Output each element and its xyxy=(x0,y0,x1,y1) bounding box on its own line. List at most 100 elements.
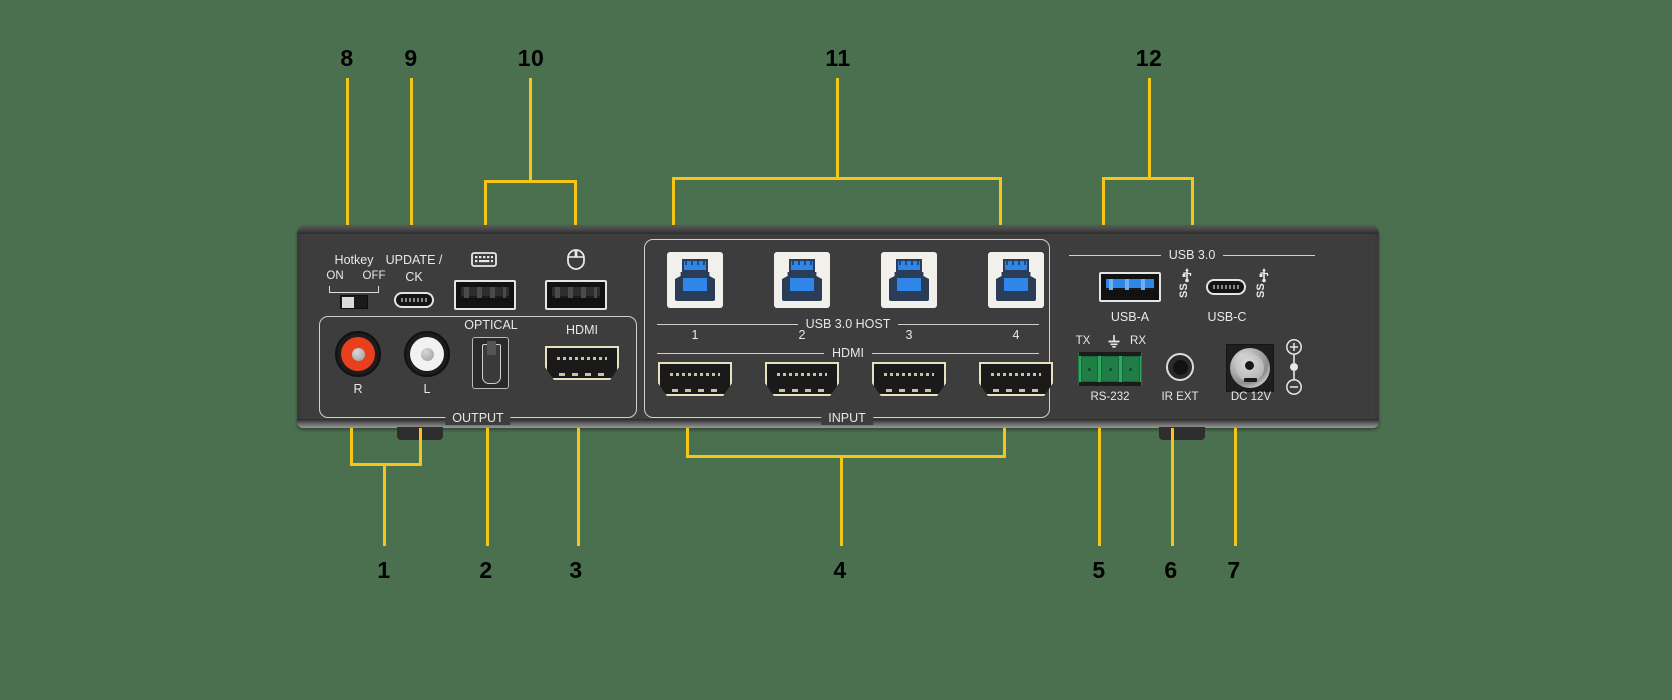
leader-line-11-bridge xyxy=(672,177,1002,180)
usb-host-rule: USB 3.0 HOST xyxy=(657,317,1039,331)
svg-text:SS: SS xyxy=(1178,283,1190,298)
update-label-line2: CK xyxy=(405,270,423,284)
usb-c-peripheral-pins-bottom xyxy=(1213,286,1239,289)
leader-line-12-stem xyxy=(1148,78,1151,178)
leader-line-1-drop-right xyxy=(419,428,422,466)
hotkey-toggle-knob[interactable] xyxy=(342,297,354,308)
rca-pin-right xyxy=(351,347,365,361)
leader-line-2 xyxy=(486,428,489,546)
callout-label-12: 12 xyxy=(1135,45,1163,71)
leader-line-10-drop-right xyxy=(574,180,577,235)
hdmi-input-port-3[interactable] xyxy=(872,362,946,396)
dc-jack-outer-ring xyxy=(1230,348,1270,388)
audio-out-right-rca[interactable] xyxy=(335,331,381,377)
hdmi-input-port-4[interactable] xyxy=(979,362,1053,396)
hdmi-input-port-2[interactable] xyxy=(765,362,839,396)
hdmi-output-port[interactable] xyxy=(545,346,619,380)
superspeed-icon-2: SS xyxy=(1254,264,1280,301)
dc-polarity-icon xyxy=(1283,338,1305,401)
hotkey-off-label: OFF xyxy=(362,270,386,282)
leader-line-12-bridge xyxy=(1102,177,1194,180)
dc-jack-pin-hole xyxy=(1245,361,1254,370)
usb-a-teeth-mouse xyxy=(555,287,597,298)
leader-line-10-drop-left xyxy=(484,180,487,235)
usb-host-port-1[interactable] xyxy=(667,252,723,308)
rs232-cap-top xyxy=(1079,352,1141,356)
hotkey-bracket xyxy=(329,286,379,293)
usb-host-port-4[interactable] xyxy=(988,252,1044,308)
usb-host-port-3[interactable] xyxy=(881,252,937,308)
superspeed-icon-1: SS xyxy=(1177,264,1203,301)
hdmi-out-pins-top xyxy=(557,357,607,360)
channel-number-3: 3 xyxy=(905,328,913,342)
ground-icon xyxy=(1106,334,1122,355)
callout-label-7: 7 xyxy=(1227,557,1241,583)
usb-a-teeth-keyboard xyxy=(464,287,506,298)
hdmi-rule-line-right xyxy=(871,352,1040,354)
callout-label-5: 5 xyxy=(1092,557,1106,583)
optical-tab xyxy=(487,341,496,355)
callout-label-4: 4 xyxy=(833,557,847,583)
update-usb-c-port[interactable] xyxy=(394,292,434,308)
leader-line-1-stem xyxy=(383,463,386,546)
rs232-cap-bottom xyxy=(1079,382,1141,386)
rs232-slot-gnd[interactable] xyxy=(1101,356,1119,382)
hdmi-input-port-1[interactable] xyxy=(658,362,732,396)
mouse-usb-a-port[interactable] xyxy=(545,280,607,310)
usb-a-label: USB-A xyxy=(1110,310,1150,324)
audio-out-left-rca[interactable] xyxy=(404,331,450,377)
hdmi-out-pins-bottom xyxy=(559,373,605,376)
chassis-face: Hotkey ON OFF UPDATE / CK xyxy=(301,234,1375,425)
optical-spdif-port[interactable] xyxy=(472,337,509,389)
callout-label-3: 3 xyxy=(569,557,583,583)
channel-number-1: 1 xyxy=(691,328,699,342)
ir-ext-label: IR EXT xyxy=(1161,391,1199,403)
ir-ext-jack[interactable] xyxy=(1166,353,1194,381)
leader-line-11-drop-right xyxy=(999,177,1002,235)
rs232-slot-rx[interactable] xyxy=(1121,356,1140,382)
svg-text:SS: SS xyxy=(1255,283,1267,298)
rs232-tx-label: TX xyxy=(1075,335,1091,347)
hotkey-on-label: ON xyxy=(326,270,344,282)
dc-jack-notch xyxy=(1244,378,1257,382)
rs232-slot-tx[interactable] xyxy=(1080,356,1099,382)
hdmi-output-label: HDMI xyxy=(566,323,598,337)
leader-line-10-bridge xyxy=(484,180,577,183)
rca-ring-left xyxy=(410,337,444,371)
device-chassis: Hotkey ON OFF UPDATE / CK xyxy=(297,225,1379,440)
usb30-rule: USB 3.0 xyxy=(1069,248,1315,262)
usb-a-peripheral-port[interactable] xyxy=(1099,272,1161,302)
usb-c-peripheral-port[interactable] xyxy=(1206,279,1246,295)
leader-line-4-stem xyxy=(840,455,843,546)
rs232-rx-label: RX xyxy=(1130,335,1146,347)
usb-c-label: USB-C xyxy=(1207,310,1247,324)
rs232-port-label: RS-232 xyxy=(1090,391,1130,403)
usb-host-rule-label: USB 3.0 HOST xyxy=(805,317,891,331)
update-label-line1: UPDATE / xyxy=(385,253,443,267)
leader-line-5 xyxy=(1098,428,1101,546)
hdmi-rule-label: HDMI xyxy=(832,346,864,360)
leader-line-4-drop-left xyxy=(686,428,689,458)
leader-line-11-drop-left xyxy=(672,177,675,235)
leader-line-11-stem xyxy=(836,78,839,178)
leader-line-8 xyxy=(346,78,349,233)
dc-power-jack[interactable] xyxy=(1226,344,1274,392)
hotkey-toggle-switch[interactable] xyxy=(340,295,368,309)
channel-number-4: 4 xyxy=(1012,328,1020,342)
hotkey-title: Hotkey xyxy=(334,253,374,267)
callout-label-8: 8 xyxy=(340,45,354,71)
usb-host-port-2[interactable] xyxy=(774,252,830,308)
audio-out-right-label: R xyxy=(353,382,363,396)
leader-line-4-bridge xyxy=(686,455,1006,458)
callout-label-1: 1 xyxy=(377,557,391,583)
rule-line-right xyxy=(898,323,1039,325)
leader-line-9 xyxy=(410,78,413,233)
leader-line-12-drop-left xyxy=(1102,177,1105,235)
audio-out-left-label: L xyxy=(423,382,431,396)
keyboard-usb-a-port[interactable] xyxy=(454,280,516,310)
rs232-terminal-block[interactable] xyxy=(1078,352,1142,386)
callout-label-9: 9 xyxy=(404,45,418,71)
output-group-label: OUTPUT xyxy=(445,411,511,425)
hdmi-rule-line-left xyxy=(657,352,825,354)
ir-ext-jack-hole xyxy=(1172,359,1188,375)
